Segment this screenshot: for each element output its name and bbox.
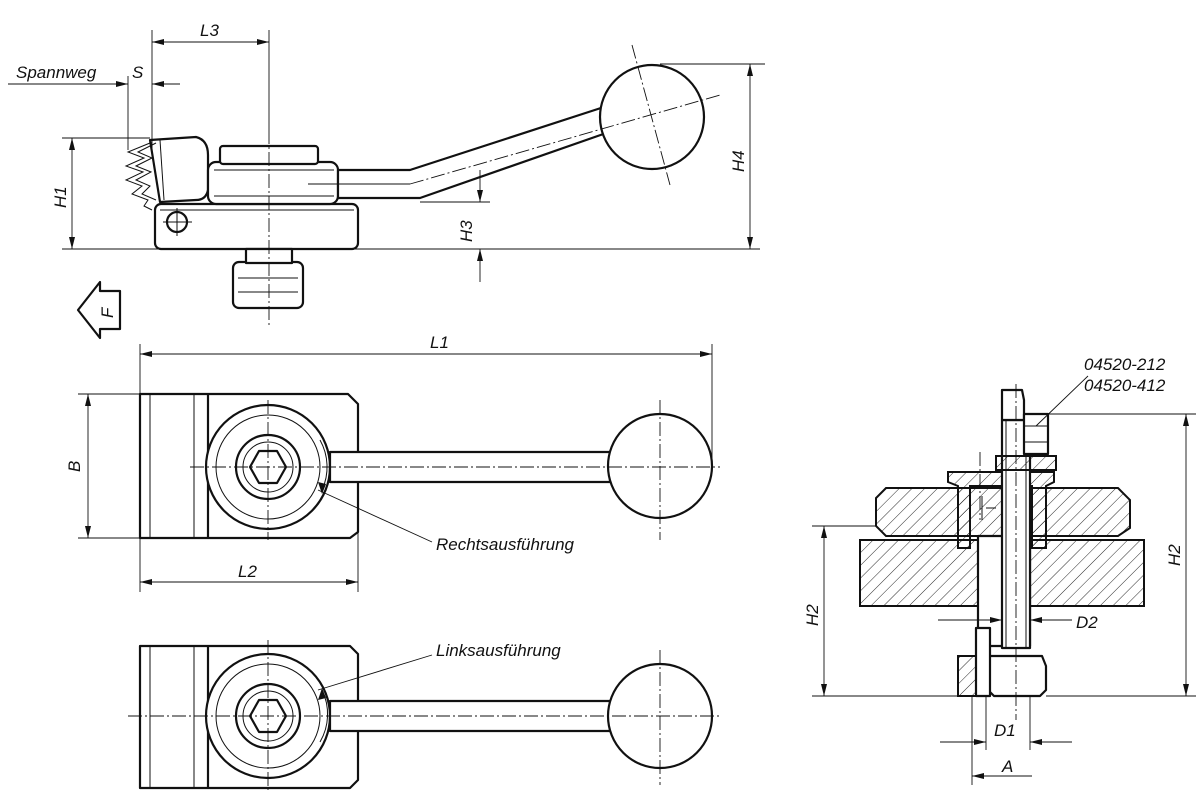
top-washer: [995, 455, 1057, 471]
bolt-nut: [231, 260, 305, 310]
label-d2: D2: [1076, 613, 1098, 632]
label-h3: H3: [457, 220, 476, 242]
side-view: [124, 44, 721, 325]
jaw-serration-2: [134, 142, 157, 201]
section-view-dimensions: 04520-212 04520-412 H2 H2 D2 D1: [803, 355, 1196, 785]
label-h4: H4: [729, 150, 748, 172]
top-view-right: [138, 392, 720, 540]
label-d1: D1: [994, 721, 1016, 740]
top-view-left: Linksausführung: [128, 640, 720, 790]
label-f: F: [98, 306, 117, 318]
label-b: B: [65, 461, 84, 472]
bottom-nut: [986, 654, 1048, 698]
label-s: S: [132, 63, 144, 82]
label-spannweg: Spannweg: [16, 63, 97, 82]
label-h2-left: H2: [803, 604, 822, 626]
force-arrow: F: [76, 280, 122, 340]
label-h2-right: H2: [1165, 544, 1184, 566]
jaw-serration-1: [124, 142, 153, 211]
side-view-dimensions: L3 Spannweg S H1 H3 H4: [8, 21, 765, 282]
label-l1: L1: [430, 333, 449, 352]
label-linksausfuehrung: Linksausführung: [436, 641, 561, 660]
eccentric-housing: [206, 160, 340, 206]
section-view: [859, 384, 1145, 720]
label-h1: H1: [51, 186, 70, 208]
label-l2: L2: [238, 562, 257, 581]
bush-insert: [947, 471, 1055, 549]
label-a: A: [1001, 757, 1013, 776]
label-rechtsausfuehrung: Rechtsausführung: [436, 535, 575, 554]
label-part-412: 04520-412: [1084, 376, 1166, 395]
top-nut: [1022, 412, 1050, 456]
label-part-212: 04520-212: [1084, 355, 1166, 374]
clamp-jaw: [148, 135, 210, 204]
label-l3: L3: [200, 21, 219, 40]
top-view-dimensions: L1 B L2 Rechtsausführung: [65, 333, 713, 592]
